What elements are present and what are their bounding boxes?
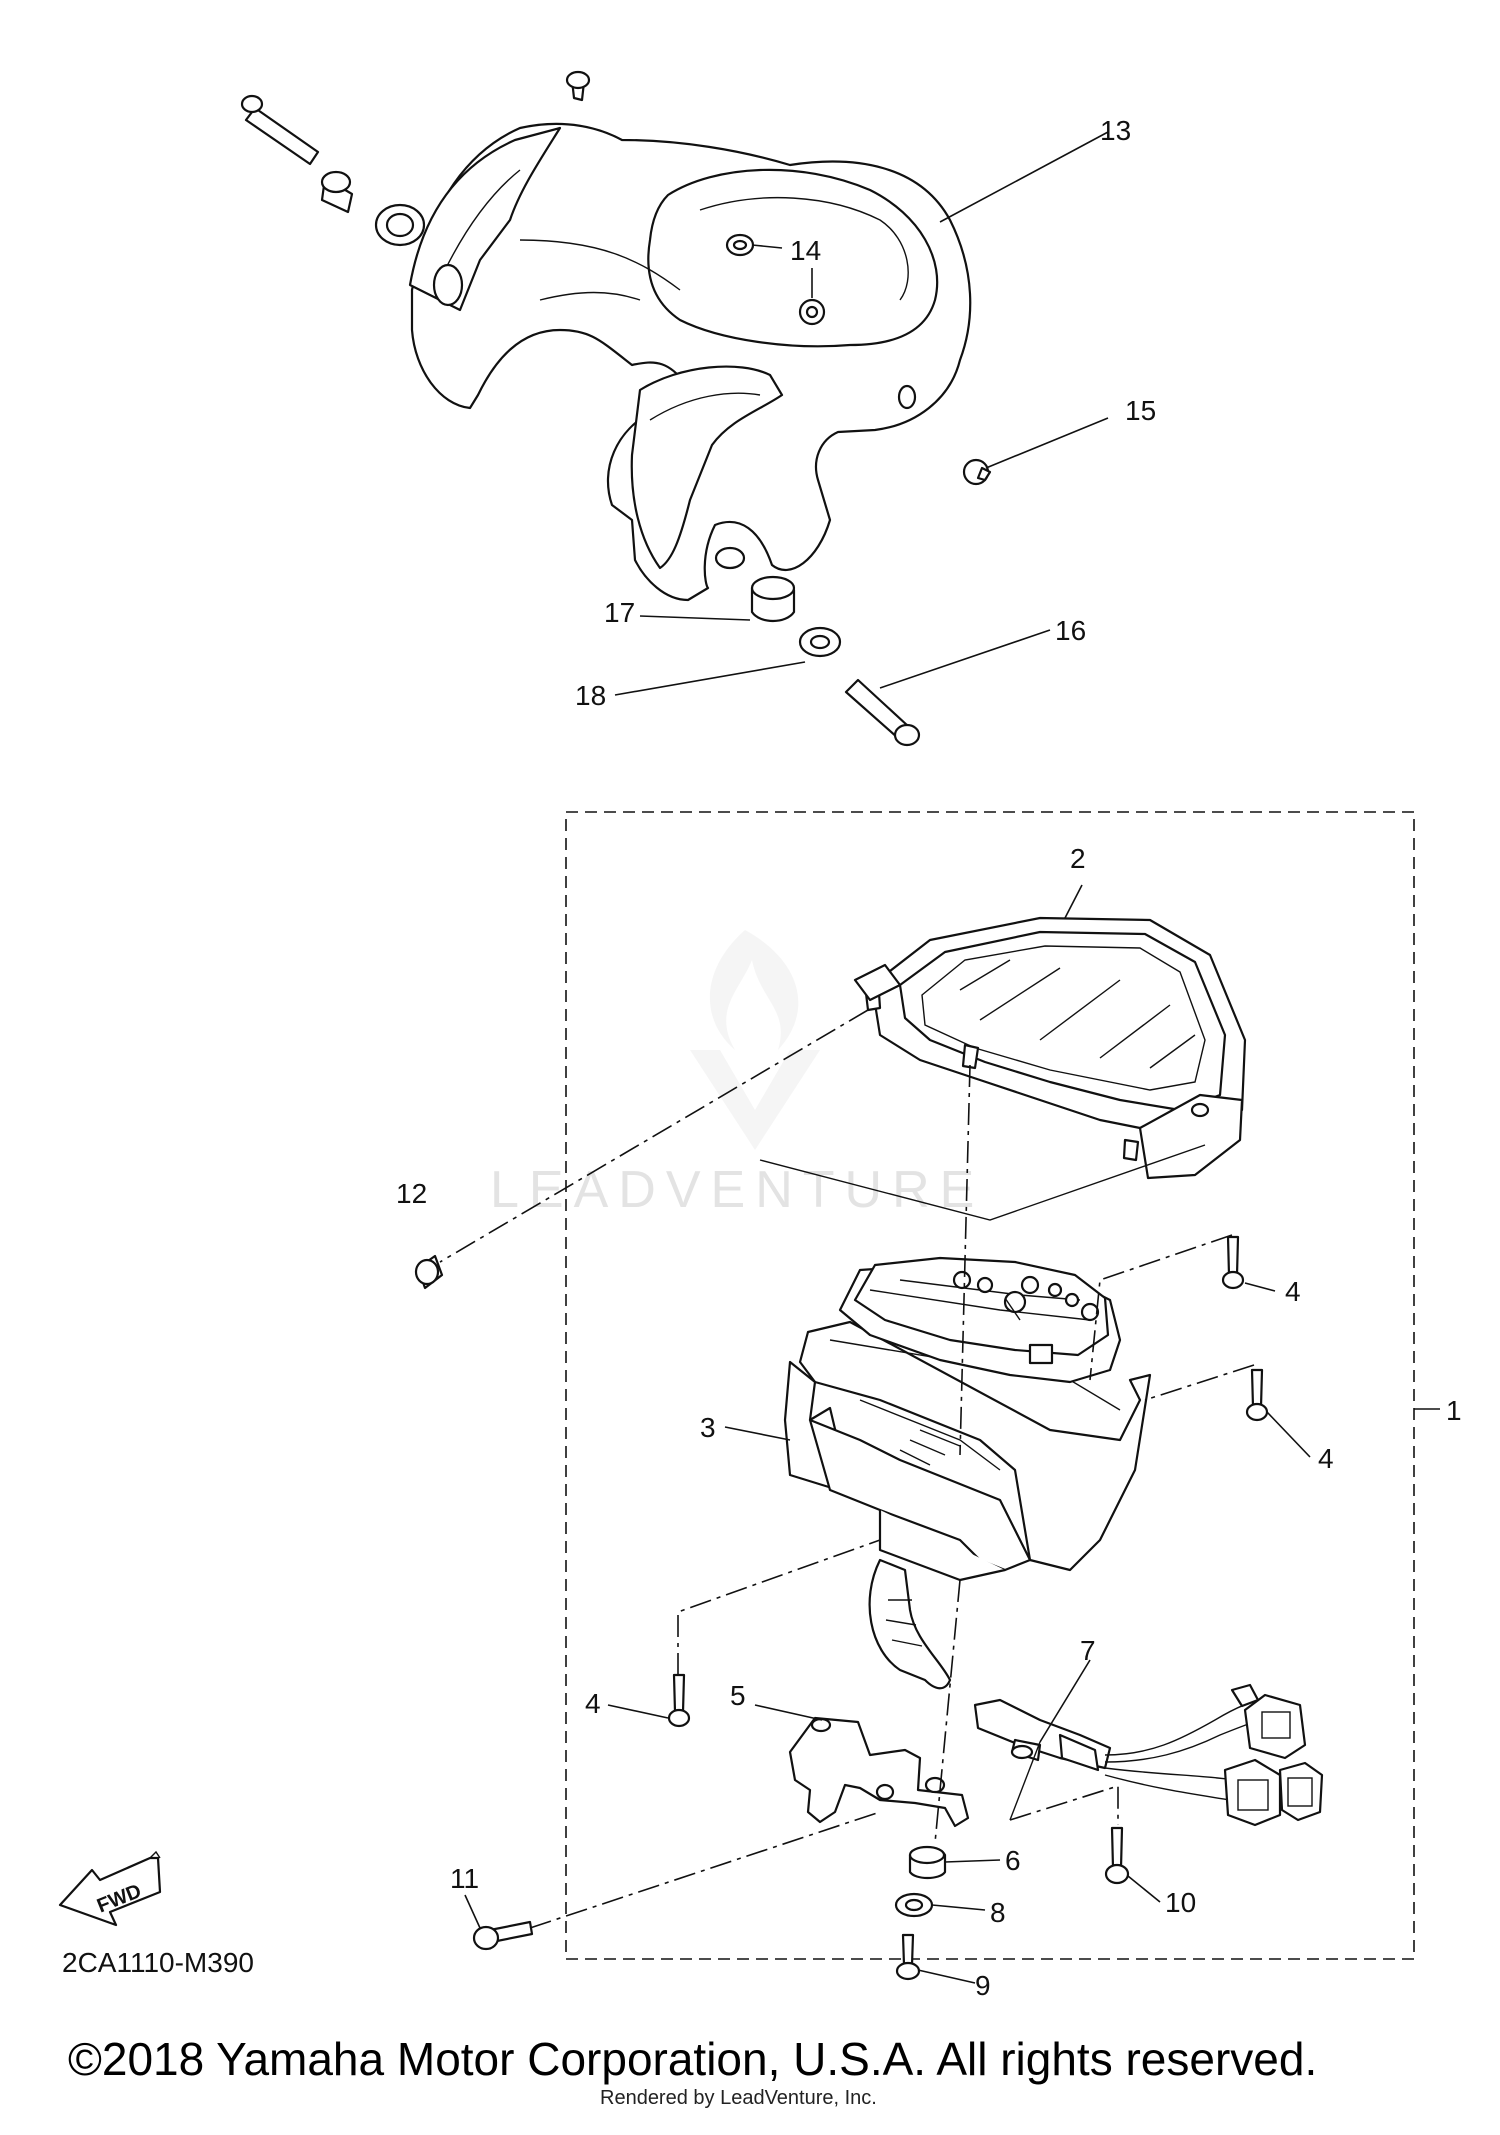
diagram-code: 2CA1110-M390 xyxy=(62,1947,254,1978)
callout-17: 17 xyxy=(604,597,635,628)
watermark-text: LEADVENTURE xyxy=(490,1161,984,1219)
upper-collar xyxy=(320,170,354,214)
part-16-bolt xyxy=(844,678,921,747)
align-line-10 xyxy=(1009,1784,1119,1825)
callout-8: 8 xyxy=(990,1897,1006,1928)
callout-6: 6 xyxy=(1005,1845,1021,1876)
callout-13: 13 xyxy=(1100,115,1131,146)
callout-4-upper: 4 xyxy=(1285,1276,1301,1307)
callout-10: 10 xyxy=(1165,1887,1196,1918)
top-small-screw xyxy=(565,70,591,102)
callout-14: 14 xyxy=(790,235,821,266)
part-3-meter-housing xyxy=(783,1320,1152,1690)
callout-5: 5 xyxy=(730,1680,746,1711)
callout-16: 16 xyxy=(1055,615,1086,646)
align-line-4-upper xyxy=(1089,1234,1233,1381)
callout-15: 15 xyxy=(1125,395,1156,426)
callout-18: 18 xyxy=(575,680,606,711)
callout-1: 1 xyxy=(1446,1395,1462,1426)
part-2-meter-cover xyxy=(853,916,1247,1180)
callout-2: 2 xyxy=(1070,843,1086,874)
align-line-6 xyxy=(934,1579,961,1844)
callout-9: 9 xyxy=(975,1970,991,2001)
callout-4-lower: 4 xyxy=(585,1688,601,1719)
part-4-screw-upper xyxy=(1221,1235,1245,1290)
part-15-screw xyxy=(962,458,992,486)
part-8-washer xyxy=(894,1892,934,1918)
part-5-bracket xyxy=(788,1716,970,1828)
rendered-by-note: Rendered by LeadVenture, Inc. xyxy=(600,2087,877,2109)
upper-grommet xyxy=(374,203,426,247)
align-line-4-middle xyxy=(1144,1364,1255,1401)
meter-display-board xyxy=(838,1256,1122,1384)
part-11-screw xyxy=(472,1920,534,1951)
fwd-arrow-icon: FWD xyxy=(58,1850,162,1927)
watermark: LEADVENTURE xyxy=(490,930,984,1219)
align-line-11 xyxy=(529,1811,881,1929)
meter-cowling xyxy=(408,122,972,602)
callout-labels: 1 2 3 4 4 4 5 6 7 8 9 10 11 12 13 14 15 … xyxy=(396,115,1462,2001)
part-9-screw xyxy=(895,1933,921,1981)
copyright-notice: ©2018 Yamaha Motor Corporation, U.S.A. A… xyxy=(68,2033,1317,2085)
part-14-washers xyxy=(725,233,826,326)
align-line-4-lower xyxy=(677,1539,881,1675)
part-17-grommet xyxy=(750,575,796,623)
assembly-1-outline xyxy=(565,811,1415,1960)
callout-3: 3 xyxy=(700,1412,716,1443)
part-18-collar xyxy=(798,626,842,658)
flame-logo-icon xyxy=(690,930,820,1150)
upper-mount-bolt xyxy=(240,94,320,166)
part-10-screw xyxy=(1104,1826,1130,1885)
callout-7: 7 xyxy=(1080,1635,1096,1666)
align-line-2-3 xyxy=(959,1064,971,1456)
part-4-screw-lower xyxy=(667,1673,691,1728)
part-4-screw-middle xyxy=(1245,1368,1269,1422)
callout-12: 12 xyxy=(396,1178,427,1209)
callout-11: 11 xyxy=(450,1863,479,1894)
part-7-switch-harness xyxy=(973,1683,1324,1827)
part-6-grommet xyxy=(908,1845,947,1880)
part-12-spacer xyxy=(414,1254,444,1290)
callout-4-middle: 4 xyxy=(1318,1443,1334,1474)
align-line-12 xyxy=(439,1009,869,1263)
